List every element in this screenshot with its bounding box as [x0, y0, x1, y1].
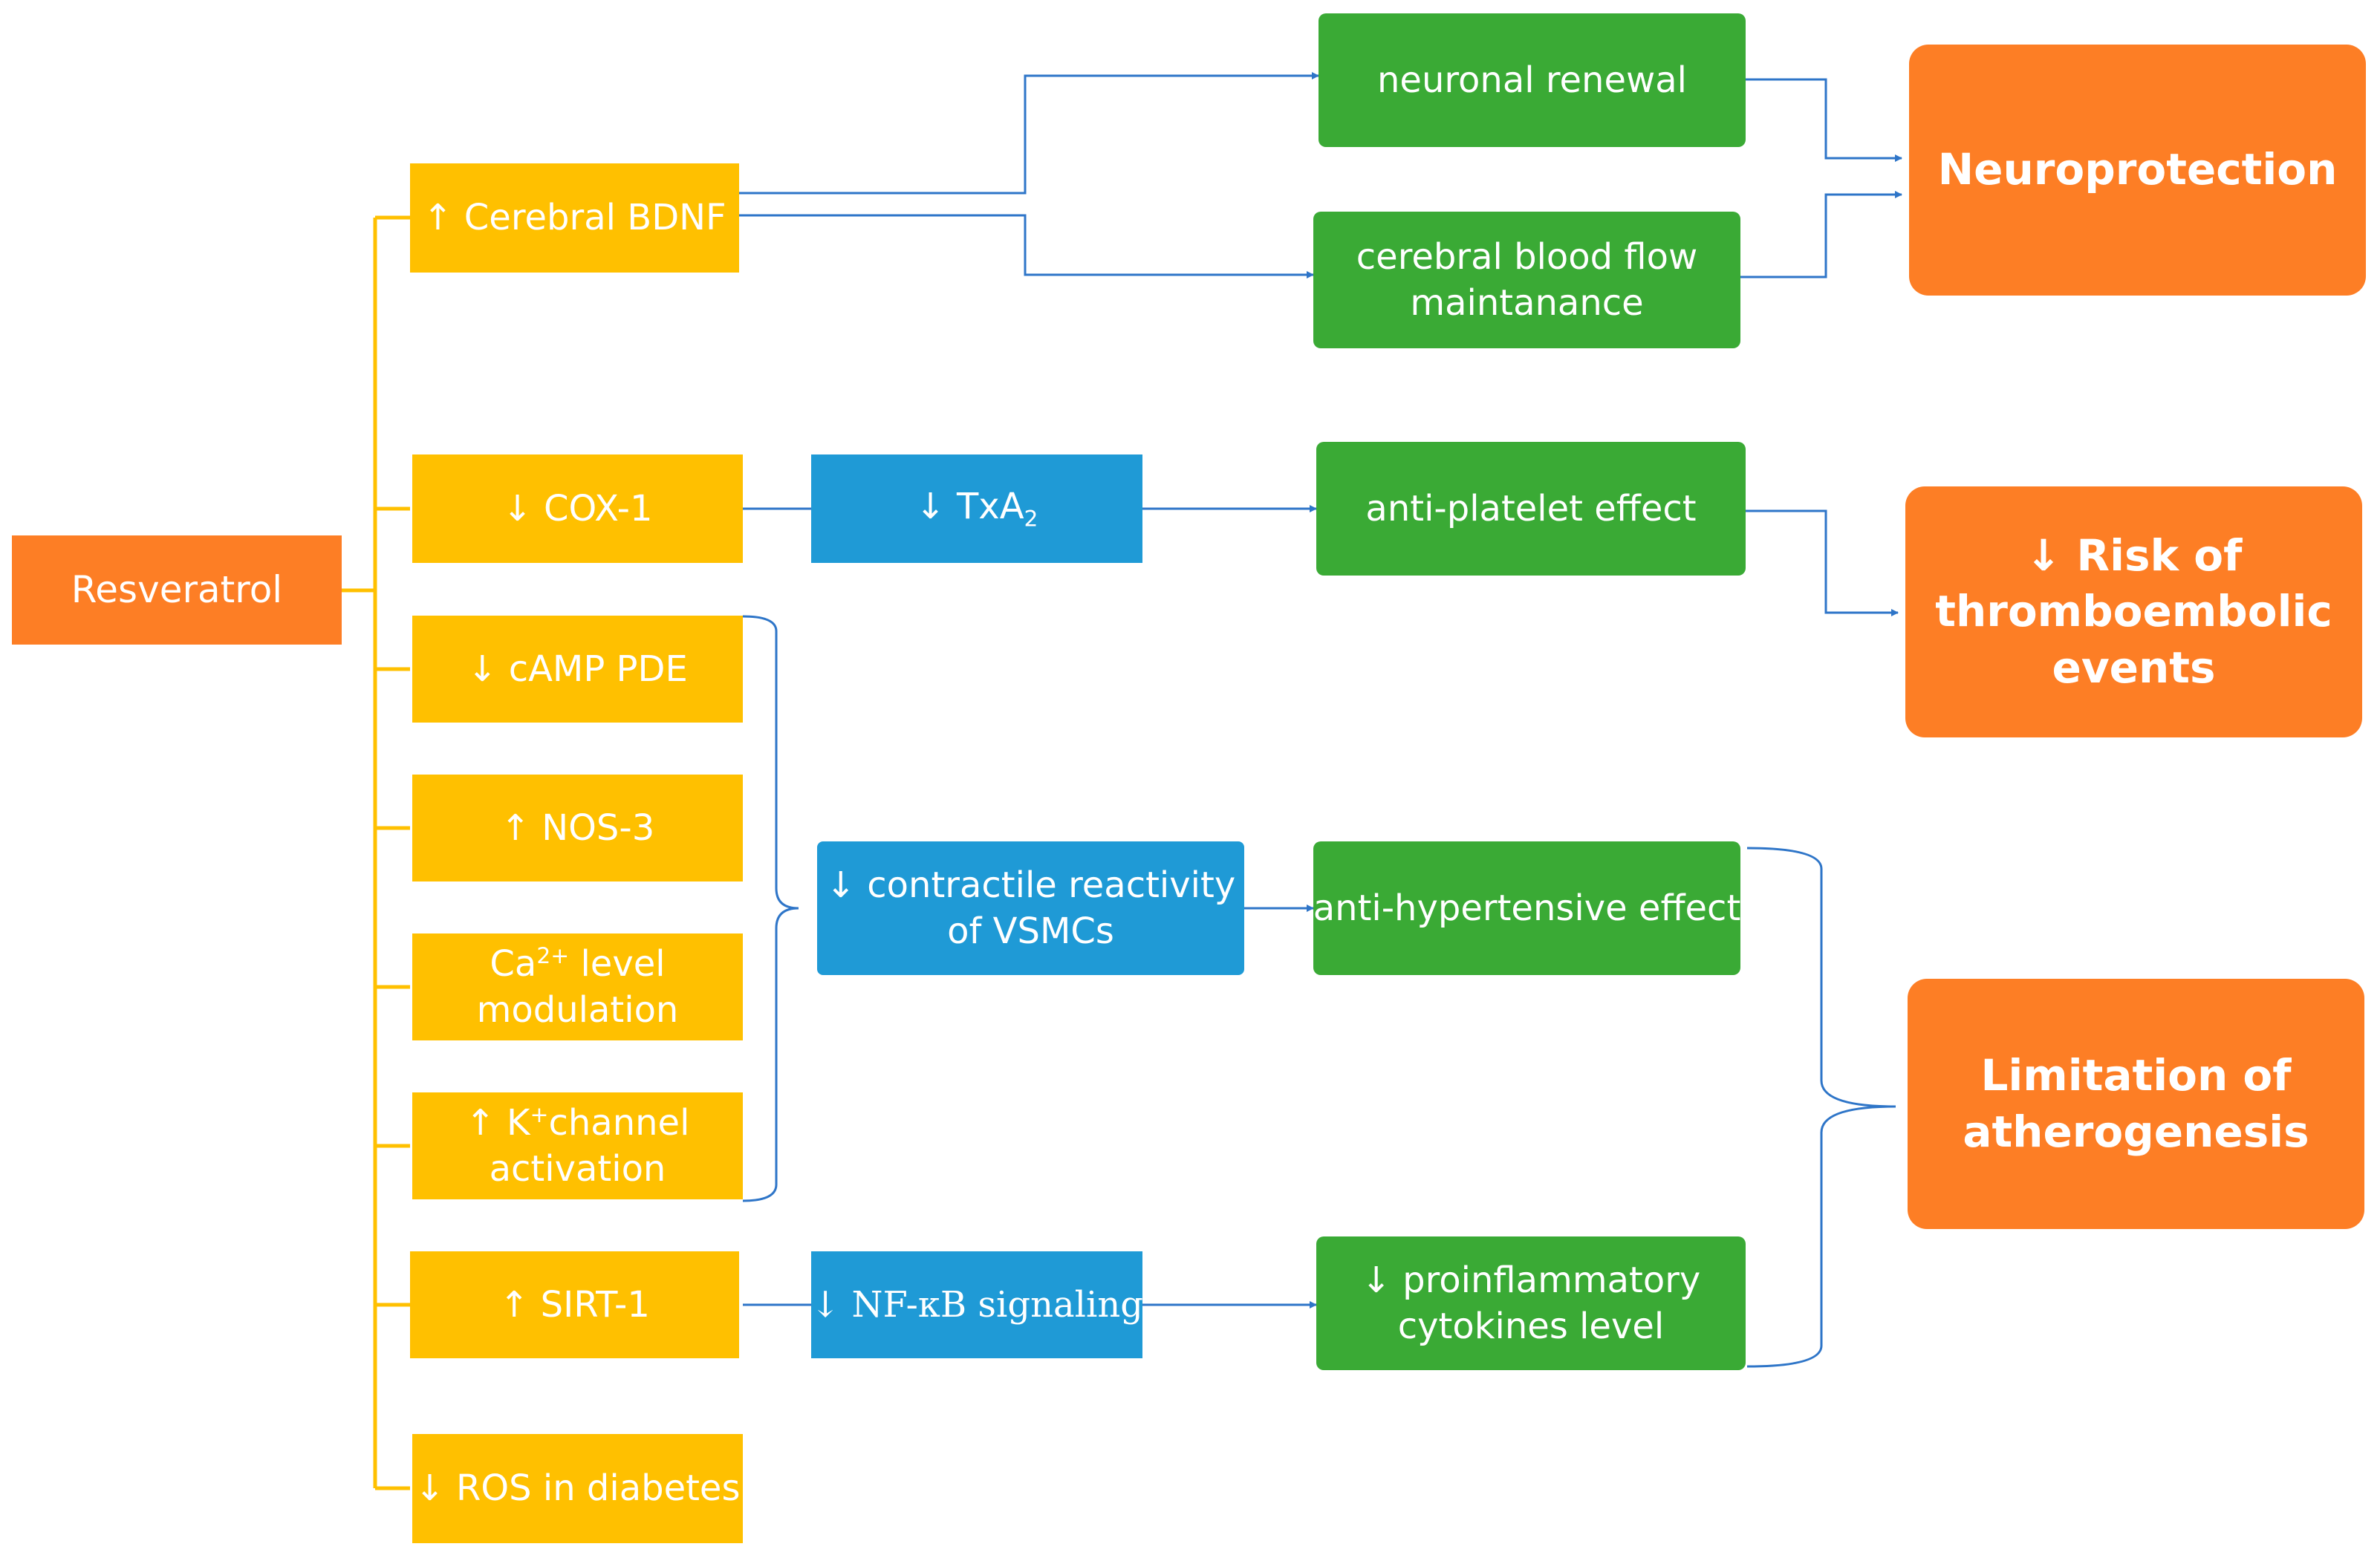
mechanism-box-k-channel: ↑ K+channel activation [412, 1092, 743, 1199]
outcome-label: Neuroprotection [1937, 144, 2338, 195]
effect-label-line1: ↓ proinflammatory [1361, 1259, 1701, 1301]
outcome-label-line2: thromboembolic [1935, 586, 2332, 637]
effect-label: anti-platelet effect [1365, 487, 1697, 529]
intermediate-box-nfkb: ↓ NF-κB signaling [810, 1251, 1143, 1358]
mechanism-label: ↑ SIRT-1 [499, 1283, 650, 1326]
outcome-box-atherogenesis: Limitation of atherogenesis [1908, 979, 2364, 1229]
mechanism-box-ca-modulation: Ca2+ level modulation [412, 933, 743, 1040]
mechanism-box-ros: ↓ ROS in diabetes [412, 1434, 743, 1543]
resveratrol-label: Resveratrol [71, 568, 283, 611]
effect-box-antihypertensive: anti-hypertensive effect [1313, 841, 1740, 975]
mechanism-label-line1: ↑ K+channel [465, 1101, 690, 1144]
mechanism-label: ↓ cAMP PDE [467, 648, 688, 690]
outcome-box-thromboembolic: ↓ Risk of thromboembolic events [1905, 486, 2362, 737]
outcome-label-line2: atherogenesis [1963, 1106, 2309, 1157]
effect-label: anti-hypertensive effect [1313, 887, 1741, 929]
mechanism-box-nos3: ↑ NOS-3 [412, 775, 743, 881]
mechanism-label-line2: activation [489, 1148, 666, 1190]
mechanism-label-line2: modulation [476, 989, 679, 1031]
effect-label-line2: maintanance [1410, 282, 1644, 324]
flow-connectors [739, 72, 1902, 1368]
effect-label-line1: cerebral blood flow [1356, 235, 1698, 278]
effect-box-antiplatelet: anti-platelet effect [1316, 442, 1746, 576]
intermediate-label-line1: ↓ contractile reactivity [825, 864, 1236, 906]
mechanism-box-bdnf: ↑ Cerebral BDNF [410, 163, 739, 273]
resveratrol-box: Resveratrol [12, 535, 342, 645]
mechanism-label: ↑ Cerebral BDNF [423, 197, 726, 239]
effect-box-neuronal-renewal: neuronal renewal [1319, 13, 1746, 147]
intermediate-label: ↓ TxA2 [915, 485, 1038, 532]
intermediate-label-line2: of VSMCs [947, 910, 1114, 952]
effect-label-line2: cytokines level [1397, 1306, 1665, 1347]
outcome-label-line1: Limitation of [1980, 1050, 2292, 1101]
mechanism-box-cox1: ↓ COX-1 [412, 454, 743, 563]
outcome-label-line1: ↓ Risk of [2025, 529, 2243, 581]
effect-box-proinflammatory: ↓ proinflammatory cytokines level [1316, 1236, 1746, 1370]
mechanism-label: ↓ COX-1 [502, 487, 653, 529]
outcome-label-line3: events [2052, 642, 2216, 693]
outcome-box-neuroprotection: Neuroprotection [1909, 45, 2366, 296]
mechanism-label: ↑ NOS-3 [500, 806, 655, 849]
effect-box-blood-flow: cerebral blood flow maintanance [1313, 212, 1740, 348]
intermediate-box-contractile: ↓ contractile reactivity of VSMCs [817, 841, 1244, 975]
root-tree-connector [342, 215, 410, 1490]
mechanism-box-camp-pde: ↓ cAMP PDE [412, 616, 743, 723]
intermediate-label: ↓ NF-κB signaling [810, 1283, 1143, 1326]
mechanism-label-line1: Ca2+ level [490, 942, 666, 985]
mechanism-box-sirt1: ↑ SIRT-1 [410, 1251, 739, 1358]
intermediate-box-txa2: ↓ TxA2 [811, 454, 1142, 563]
mechanism-label: ↓ ROS in diabetes [414, 1467, 741, 1510]
effect-label: neuronal renewal [1376, 59, 1688, 101]
